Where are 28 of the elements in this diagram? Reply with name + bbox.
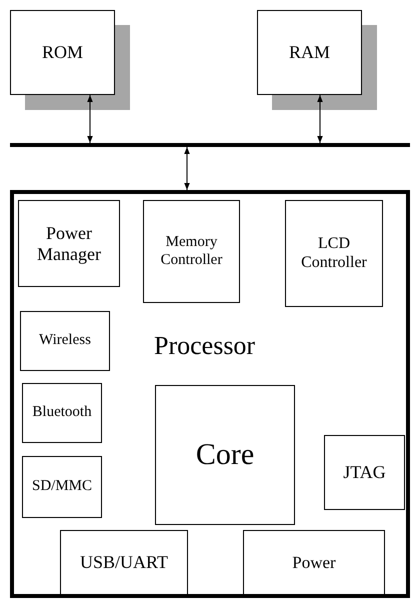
module-box bbox=[22, 456, 102, 518]
block-label: Power bbox=[291, 552, 337, 572]
processor-box bbox=[10, 190, 410, 598]
module-box bbox=[60, 530, 188, 595]
system-bus bbox=[10, 143, 410, 147]
module-box bbox=[324, 435, 405, 510]
block-label: SD/MMC bbox=[30, 478, 94, 496]
block-label: Core bbox=[194, 438, 256, 472]
module-box bbox=[243, 530, 385, 595]
module-box bbox=[155, 385, 295, 525]
block-label: Power Manager bbox=[36, 222, 102, 264]
module-box bbox=[285, 200, 383, 307]
processor-title: Processor bbox=[154, 332, 256, 361]
block-label: ROM bbox=[40, 42, 84, 63]
block-label: JTAG bbox=[342, 462, 387, 483]
block-label: LCD Controller bbox=[300, 235, 368, 272]
arrow bbox=[317, 94, 323, 144]
block-label: RAM bbox=[288, 42, 331, 63]
block-label: Bluetooth bbox=[31, 404, 93, 422]
arrow bbox=[184, 146, 190, 190]
module-box bbox=[22, 383, 102, 443]
arrow bbox=[87, 94, 93, 144]
module-box bbox=[20, 311, 110, 371]
module-box bbox=[143, 200, 240, 303]
block-label: Memory Controller bbox=[160, 234, 224, 269]
block-label: Wireless bbox=[38, 332, 92, 350]
block-label: USB/UART bbox=[79, 552, 169, 573]
module-box bbox=[18, 200, 120, 287]
